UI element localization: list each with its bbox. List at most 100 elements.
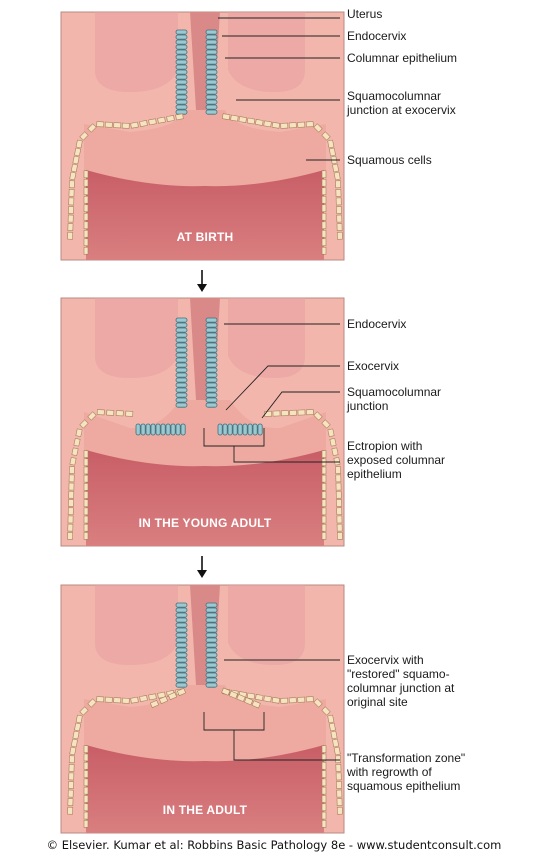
squamous-cell xyxy=(70,172,76,180)
squamous-cell xyxy=(84,467,88,474)
panel-caption: IN THE YOUNG ADULT xyxy=(139,516,272,530)
squamous-cell xyxy=(322,222,326,229)
squamous-cell xyxy=(69,764,74,771)
epithelial-cell xyxy=(206,673,217,677)
squamous-cell xyxy=(337,232,342,239)
epithelial-cell xyxy=(206,663,217,667)
squamous-cell xyxy=(222,114,230,120)
squamous-cell xyxy=(273,411,280,416)
squamous-cell xyxy=(264,696,272,702)
epithelial-cell xyxy=(206,105,217,109)
epithelial-cell xyxy=(176,60,187,64)
squamous-cell xyxy=(337,532,342,539)
epithelial-cell xyxy=(206,653,217,657)
squamous-cell xyxy=(306,410,313,415)
columnar-epithelium-left xyxy=(176,30,187,114)
squamous-cell xyxy=(322,812,326,819)
squamous-cell xyxy=(336,483,341,490)
annotation-label: exposed columnar xyxy=(347,453,445,467)
squamous-cell xyxy=(337,508,342,515)
squamous-cell xyxy=(281,698,288,703)
squamous-cell xyxy=(281,411,288,416)
epithelial-cell xyxy=(258,424,262,435)
epithelial-cell xyxy=(161,424,165,435)
squamous-cell xyxy=(322,771,326,778)
squamous-cell xyxy=(337,799,342,806)
epithelial-cell xyxy=(146,424,150,435)
squamous-cell xyxy=(140,695,148,701)
epithelial-cell xyxy=(176,85,187,89)
squamous-cell xyxy=(322,475,326,482)
annotation-label: with regrowth of xyxy=(346,765,432,779)
squamous-cell xyxy=(122,123,129,128)
squamous-cell xyxy=(105,122,112,127)
epithelial-cell xyxy=(176,65,187,69)
epithelial-cell xyxy=(176,633,187,637)
epithelial-cell xyxy=(176,363,187,367)
squamous-cell xyxy=(255,694,263,700)
epithelial-cell xyxy=(176,30,187,34)
squamous-cell xyxy=(84,188,88,195)
squamous-cell xyxy=(322,171,326,178)
squamous-cell xyxy=(298,697,305,702)
epithelial-cell xyxy=(206,35,217,39)
epithelial-cell xyxy=(176,333,187,337)
epithelial-cell xyxy=(206,358,217,362)
squamous-cell xyxy=(84,795,88,802)
squamous-cell xyxy=(334,747,340,755)
epithelial-cell xyxy=(176,348,187,352)
squamous-cell xyxy=(68,532,73,539)
squamous-cell xyxy=(332,739,338,747)
annotation-label: squamous epithelium xyxy=(347,779,460,793)
squamous-cell xyxy=(84,451,88,458)
epithelial-cell xyxy=(176,55,187,59)
epithelial-cell xyxy=(176,683,187,687)
epithelial-cell xyxy=(176,628,187,632)
epithelial-cell xyxy=(206,353,217,357)
epithelial-cell xyxy=(176,608,187,612)
epithelial-cell xyxy=(176,673,187,677)
squamous-cell xyxy=(255,119,263,125)
squamous-cell xyxy=(158,117,166,123)
epithelial-cell xyxy=(206,608,217,612)
panel-caption: AT BIRTH xyxy=(177,230,234,244)
squamous-cell xyxy=(176,114,184,120)
squamous-cell xyxy=(84,508,88,515)
squamous-cell xyxy=(322,787,326,794)
squamous-cell xyxy=(322,230,326,237)
epithelial-cell xyxy=(176,90,187,94)
squamous-cell xyxy=(336,198,341,205)
squamous-cell xyxy=(70,457,76,465)
squamous-cell xyxy=(306,697,313,702)
epithelial-cell xyxy=(206,403,217,407)
squamous-cell xyxy=(84,820,88,827)
epithelial-cell xyxy=(176,623,187,627)
squamous-cell xyxy=(69,189,74,196)
epithelial-cell xyxy=(176,378,187,382)
squamous-cell xyxy=(131,697,139,703)
epithelial-cell xyxy=(206,643,217,647)
epithelial-cell xyxy=(206,348,217,352)
annotation-label: Squamocolumnar xyxy=(347,89,441,103)
epithelial-cell xyxy=(206,388,217,392)
squamous-cell xyxy=(69,198,74,205)
squamous-cell xyxy=(336,764,341,771)
squamous-cell xyxy=(337,790,342,797)
squamous-cell xyxy=(97,122,104,127)
squamous-cell xyxy=(289,123,296,128)
squamous-cell xyxy=(70,747,76,755)
squamous-cell xyxy=(322,205,326,212)
epithelial-cell xyxy=(206,398,217,402)
epithelial-cell xyxy=(176,403,187,407)
squamous-cell xyxy=(329,148,335,156)
epithelial-cell xyxy=(206,368,217,372)
uterine-wall-shading xyxy=(95,298,178,378)
epithelial-cell xyxy=(206,373,217,377)
epithelial-cell xyxy=(248,424,252,435)
epithelial-cell xyxy=(176,603,187,607)
epithelial-cell xyxy=(176,328,187,332)
squamous-cell xyxy=(69,467,74,474)
squamous-cell xyxy=(84,196,88,203)
squamous-cell xyxy=(74,438,80,446)
epithelial-cell xyxy=(176,95,187,99)
